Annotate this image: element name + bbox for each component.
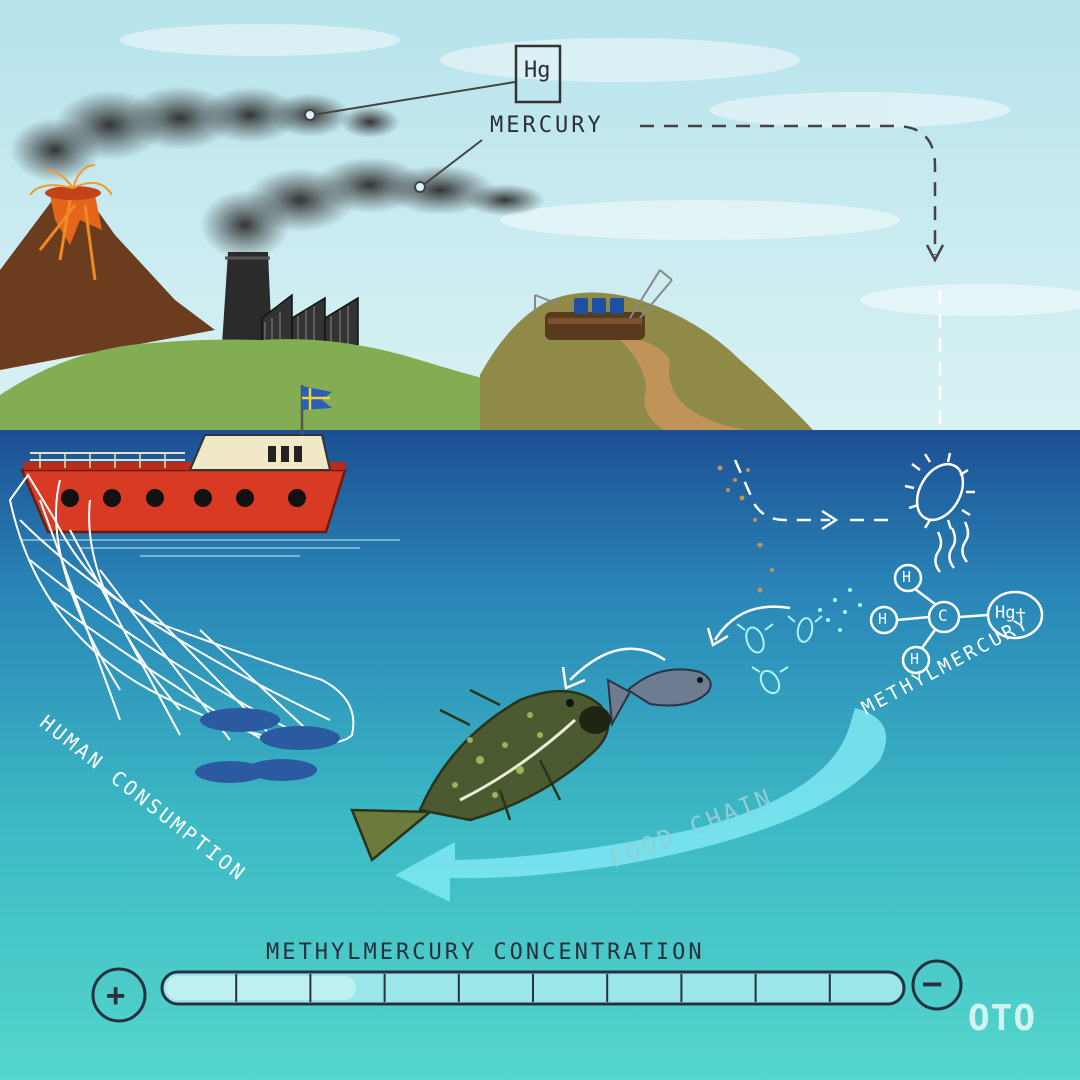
mercury-pointer-lines xyxy=(304,81,516,193)
concentration-scale xyxy=(91,959,963,1023)
fishing-boat[interactable] xyxy=(20,385,347,534)
runoff-path xyxy=(733,459,830,522)
arrowhead-plankton xyxy=(706,627,729,647)
plankton xyxy=(736,615,823,695)
arrow-small-fish-to-big-fish xyxy=(569,647,666,681)
factory xyxy=(222,252,359,346)
food-chain-arrow[interactable] xyxy=(395,708,887,902)
methylmercury-molecule xyxy=(869,563,1044,675)
concentration-title: METHYLMERCURY CONCENTRATION xyxy=(266,940,705,965)
hydrogen-bottom: H xyxy=(910,650,920,668)
mercury-label: MERCURY xyxy=(490,113,604,138)
volcano xyxy=(0,186,215,370)
hydrogen-top: H xyxy=(902,568,912,586)
plus-circle xyxy=(91,967,147,1023)
oto-logo: OTO xyxy=(968,998,1037,1039)
hg-element-box xyxy=(514,44,562,104)
hg-plus-label: Hg+ xyxy=(995,603,1026,623)
hg-symbol: Hg xyxy=(524,58,551,83)
bacterium xyxy=(904,452,975,573)
arrowhead-right xyxy=(821,509,839,531)
waves xyxy=(20,539,400,557)
arrow-plankton-to-small-fish xyxy=(713,605,791,641)
minus-circle xyxy=(911,959,963,1011)
carbon-atom: C xyxy=(938,606,948,625)
caught-fish xyxy=(195,708,340,783)
tailings-runoff xyxy=(620,340,764,452)
clouds xyxy=(120,24,1080,316)
plus-sign: + xyxy=(106,976,126,1014)
bar-segment-dividers xyxy=(235,974,831,1002)
mercury-particles xyxy=(818,588,862,632)
lava-sparks xyxy=(29,164,113,196)
mercury-deposition-path xyxy=(640,124,937,255)
sediment-particles xyxy=(717,465,774,593)
minus-sign: − xyxy=(922,964,943,1004)
big-fish xyxy=(350,688,611,863)
arrowhead-down xyxy=(925,244,945,263)
small-fish xyxy=(606,668,712,728)
smoke-plume-factory xyxy=(200,157,545,260)
arrowhead-fish xyxy=(561,666,586,690)
hydrogen-left: H xyxy=(878,610,888,628)
